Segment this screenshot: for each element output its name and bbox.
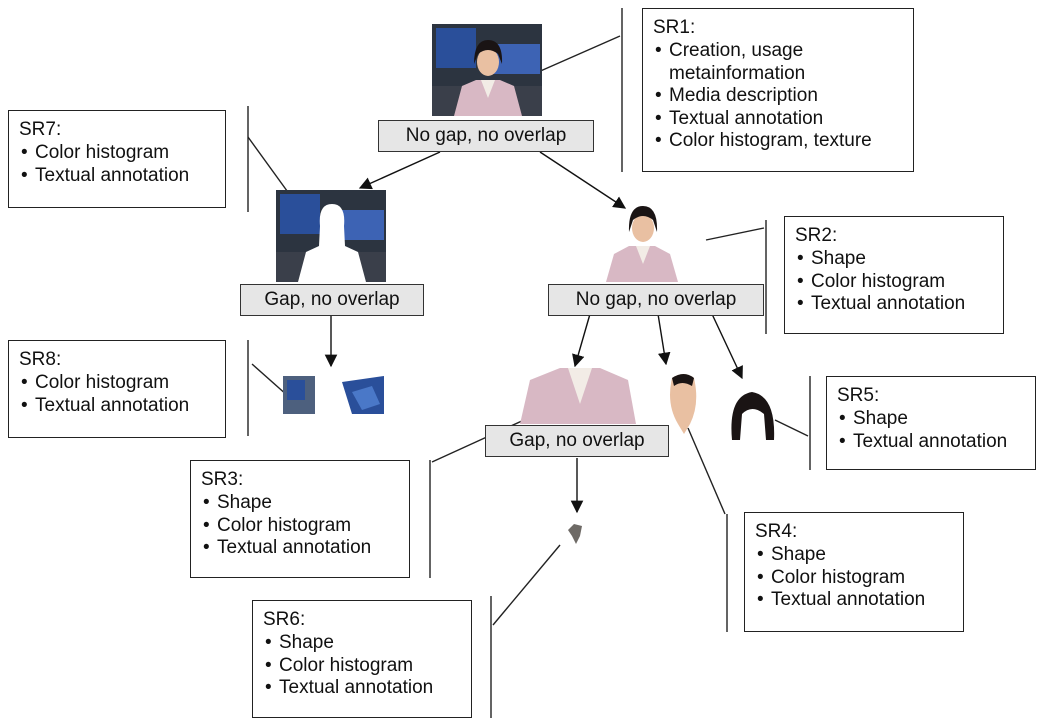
- image-person-region: [606, 206, 678, 282]
- image-hair-region: [731, 392, 775, 440]
- sr8-box: SR8: Color histogram Textual annotation: [8, 340, 226, 438]
- sr6-descriptor-list: Shape Color histogram Textual annotation: [263, 632, 461, 700]
- sr1-descriptor: Textual annotation: [653, 108, 903, 131]
- sr3-descriptor: Color histogram: [201, 515, 399, 538]
- sr8-descriptor-list: Color histogram Textual annotation: [19, 372, 215, 417]
- image-face-region: [670, 374, 697, 434]
- decomposition-label-person: No gap, no overlap: [548, 284, 764, 316]
- sr4-box: SR4: Shape Color histogram Textual annot…: [744, 512, 964, 632]
- sr2-connector: [705, 227, 765, 241]
- sr2-descriptor-list: Shape Color histogram Textual annotation: [795, 248, 993, 316]
- arrow-root-to-person: [539, 151, 627, 209]
- decomposition-label-body: Gap, no overlap: [485, 425, 669, 457]
- sr1-descriptor: Color histogram, texture: [653, 130, 903, 153]
- decomposition-arrows: [324, 151, 743, 514]
- sr7-descriptor: Textual annotation: [19, 165, 215, 188]
- image-full-frame: [432, 24, 542, 116]
- sr4-title: SR4:: [755, 521, 798, 542]
- sr8-descriptor: Textual annotation: [19, 395, 215, 418]
- sr2-descriptor: Color histogram: [795, 271, 993, 294]
- arrow-person-to-body: [572, 313, 591, 368]
- sr5-descriptor: Shape: [837, 408, 1025, 431]
- image-background-region: [276, 190, 386, 282]
- sr7-connector: [247, 136, 291, 196]
- sr6-descriptor: Color histogram: [263, 655, 461, 678]
- sr1-descriptor: Creation, usage metainformation: [653, 40, 903, 85]
- connector-lines: [247, 8, 811, 718]
- sr5-descriptor: Textual annotation: [837, 431, 1025, 454]
- sr2-title: SR2:: [795, 225, 838, 246]
- sr3-descriptor: Shape: [201, 492, 399, 515]
- sr6-descriptor: Textual annotation: [263, 677, 461, 700]
- decomposition-label-root: No gap, no overlap: [378, 120, 594, 152]
- sr4-connector: [687, 427, 726, 515]
- sr7-title: SR7:: [19, 119, 62, 140]
- image-background-subregions: [283, 376, 384, 414]
- sr1-descriptor: Media description: [653, 85, 903, 108]
- sr4-descriptor: Textual annotation: [755, 589, 953, 612]
- sr3-connector: [431, 414, 536, 463]
- sr5-connector: [774, 419, 809, 437]
- sr5-title: SR5:: [837, 385, 880, 406]
- sr2-descriptor: Textual annotation: [795, 293, 993, 316]
- sr7-descriptor-list: Color histogram Textual annotation: [19, 142, 215, 187]
- sr3-descriptor-list: Shape Color histogram Textual annotation: [201, 492, 399, 560]
- sr8-descriptor: Color histogram: [19, 372, 215, 395]
- sr2-box: SR2: Shape Color histogram Textual annot…: [784, 216, 1004, 334]
- sr4-descriptor: Shape: [755, 544, 953, 567]
- sr4-descriptor-list: Shape Color histogram Textual annotation: [755, 544, 953, 612]
- arrow-person-to-hair: [711, 313, 743, 380]
- sr6-descriptor: Shape: [263, 632, 461, 655]
- sr3-box: SR3: Shape Color histogram Textual annot…: [190, 460, 410, 578]
- sr7-descriptor: Color histogram: [19, 142, 215, 165]
- image-badge-region: [568, 524, 582, 544]
- sr7-box: SR7: Color histogram Textual annotation: [8, 110, 226, 208]
- image-body-region: [520, 368, 636, 424]
- sr3-title: SR3:: [201, 469, 244, 490]
- sr2-descriptor: Shape: [795, 248, 993, 271]
- sr1-title: SR1:: [653, 17, 696, 38]
- sr5-box: SR5: Shape Textual annotation: [826, 376, 1036, 470]
- arrow-person-to-face: [657, 313, 671, 366]
- sr3-descriptor: Textual annotation: [201, 537, 399, 560]
- sr1-descriptor-list: Creation, usage metainformation Media de…: [653, 40, 903, 153]
- sr4-descriptor: Color histogram: [755, 567, 953, 590]
- decomposition-label-background: Gap, no overlap: [240, 284, 424, 316]
- sr6-title: SR6:: [263, 609, 306, 630]
- sr1-box: SR1: Creation, usage metainformation Med…: [642, 8, 914, 172]
- sr5-descriptor-list: Shape Textual annotation: [837, 408, 1025, 453]
- sr6-box: SR6: Shape Color histogram Textual annot…: [252, 600, 472, 718]
- sr8-title: SR8:: [19, 349, 62, 370]
- arrow-root-to-background: [358, 151, 441, 190]
- sr6-connector: [492, 544, 561, 626]
- sr8-connector: [251, 363, 289, 397]
